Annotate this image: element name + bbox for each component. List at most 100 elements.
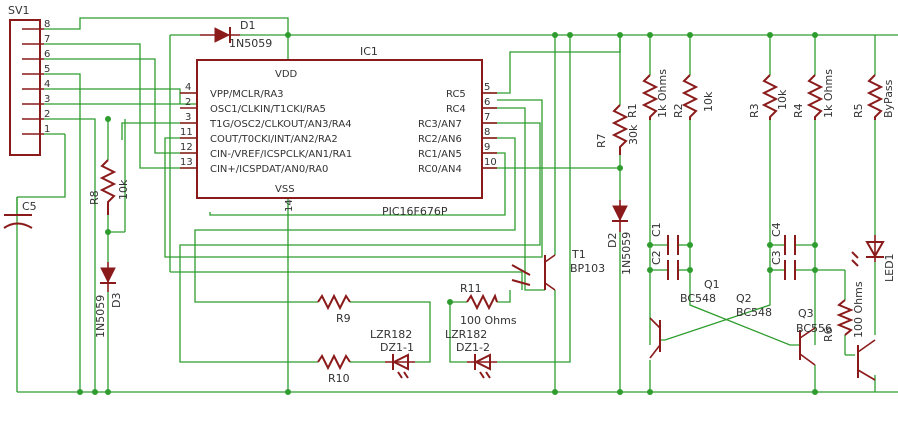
transistor-q1: Q1 BC548: [649, 278, 720, 359]
header-pin-3: 3: [44, 94, 50, 105]
c2-label: C2: [650, 250, 663, 265]
c3-label: C3: [770, 250, 783, 265]
ic-left-pin-label: T1G/OSC2/CLKOUT/AN3/RA4: [209, 119, 352, 130]
ic-value: PIC16F676P: [382, 205, 448, 218]
ic-left-pin-label: COUT/T0CKI/INT/AN2/RA2: [210, 134, 338, 145]
r1-label: R1: [626, 103, 639, 118]
ic-pin14: 14: [284, 199, 295, 212]
c5-label: C5: [22, 200, 37, 213]
ic-right-pin-label: RC5: [446, 89, 466, 100]
r6-value: 100 Ohms: [852, 281, 865, 338]
resistor-r2: R2 10k: [672, 74, 715, 120]
r3-label: R3: [748, 103, 761, 118]
q1-label: Q1: [704, 278, 720, 291]
r10-label: R10: [328, 372, 350, 385]
ic-right-pin-num: 10: [484, 157, 497, 168]
c1-label: C1: [650, 222, 663, 237]
diode-d1: D1 1N5059: [200, 19, 272, 50]
ic-left-pin-label: VPP/MCLR/RA3: [210, 89, 284, 100]
d3-label: D3: [110, 293, 123, 308]
capacitor-c5: C5: [3, 200, 37, 229]
ic-vdd: VDD: [275, 69, 298, 80]
transistor-q2: Q2 BC548: [736, 292, 816, 366]
ic-left-pin-num: 13: [180, 157, 193, 168]
resistor-r7: R7 30k: [595, 104, 640, 155]
ic-left-pin-label: CIN-/VREF/ICSPCLK/AN1/RA1: [210, 149, 352, 160]
header-pin-4: 4: [44, 79, 50, 90]
header-pin-8: 8: [44, 19, 50, 30]
phototransistor-t1: T1 BP103: [511, 248, 605, 291]
ic-left-pin-num: 12: [180, 142, 193, 153]
r2-label: R2: [672, 103, 685, 118]
t1-label: T1: [571, 248, 586, 261]
dz11-label: DZ1-1: [380, 341, 414, 354]
header-pin-5: 5: [44, 64, 50, 75]
resistor-r11: R11 100 Ohms: [460, 282, 517, 327]
q3-value: BC556: [796, 322, 832, 335]
t1-value: BP103: [570, 262, 605, 275]
q3-label: Q3: [798, 307, 814, 320]
d1-label: D1: [240, 19, 255, 32]
header-pin-1: 1: [44, 124, 50, 135]
resistor-r1: R1 1k Ohms: [626, 69, 669, 120]
r11-label: R11: [460, 282, 482, 295]
d2-label: D2: [606, 233, 619, 248]
ic-pic16f676: IC1 PIC16F676P VDD VSS 14 4 VPP/MCLR/RA3…: [180, 45, 497, 218]
header-pin-6: 6: [44, 49, 50, 60]
r8-value: 10k: [117, 179, 130, 200]
r4-label: R4: [792, 103, 805, 118]
resistor-r6: R6 100 Ohms: [822, 281, 865, 342]
ic-left-pin-label: CIN+/ICSPDAT/AN0/RA0: [210, 164, 328, 175]
d1-value: 1N5059: [229, 37, 272, 50]
r5-label: R5: [852, 103, 865, 118]
r2-value: 10k: [702, 91, 715, 112]
ic-right-pin-label: RC2/AN6: [418, 134, 462, 145]
connector-label: SV1: [8, 4, 30, 17]
diode-d2: D2 1N5059: [606, 200, 633, 275]
ic-right-pin-num: 5: [484, 82, 490, 93]
r11-value: 100 Ohms: [460, 314, 517, 327]
wires: [16, 17, 898, 393]
diode-d3: D3 1N5059: [94, 262, 123, 338]
dz11-value: LZR182: [370, 328, 412, 341]
ic-right-pin-num: 8: [484, 127, 490, 138]
r7-label: R7: [595, 133, 608, 148]
resistor-r8: R8 10k: [88, 159, 130, 215]
header-pin-2: 2: [44, 109, 50, 120]
r7-value: 30k: [627, 124, 640, 145]
ic-left-pin-num: 3: [185, 112, 191, 123]
q1-value: BC548: [680, 292, 716, 305]
capacitor-c1: C1: [650, 222, 679, 255]
laser-diode-dz1-2: LZR182 DZ1-2: [445, 328, 497, 379]
junctions: [77, 32, 818, 395]
header-pin-7: 7: [44, 34, 50, 45]
resistor-r4: R4 1k Ohms: [792, 69, 835, 120]
resistor-r3: R3 10k: [748, 74, 789, 120]
ic-right-pin-num: 6: [484, 97, 490, 108]
led1-label: LED1: [883, 253, 896, 282]
r1-value: 1k Ohms: [656, 69, 669, 118]
ic-left-pin-label: OSC1/CLKIN/T1CKI/RA5: [210, 104, 326, 115]
q2-value: BC548: [736, 306, 772, 319]
r9-label: R9: [336, 312, 351, 325]
capacitor-c2: C2: [650, 250, 679, 280]
ic-right-pin-label: RC0/AN4: [418, 164, 462, 175]
dz12-value: LZR182: [445, 328, 487, 341]
ic-left-pin-num: 11: [180, 127, 193, 138]
ic-right-pin-num: 9: [484, 142, 490, 153]
resistor-r10: R10: [317, 353, 351, 385]
q2-label: Q2: [736, 292, 752, 305]
ic-right-pin-num: 7: [484, 112, 490, 123]
laser-diode-dz1-1: LZR182 DZ1-1: [370, 328, 415, 379]
led-led1: LED1: [851, 235, 896, 282]
r8-label: R8: [88, 190, 101, 205]
resistor-r9: R9: [317, 293, 351, 325]
c4-label: C4: [770, 222, 783, 237]
r5-value: ByPass: [882, 79, 895, 118]
ic-right-pin-label: RC1/AN5: [418, 149, 462, 160]
dz12-label: DZ1-2: [456, 341, 490, 354]
resistor-r5: R5 ByPass: [852, 74, 895, 120]
r4-value: 1k Ohms: [822, 69, 835, 118]
capacitor-c3: C3: [770, 250, 796, 280]
